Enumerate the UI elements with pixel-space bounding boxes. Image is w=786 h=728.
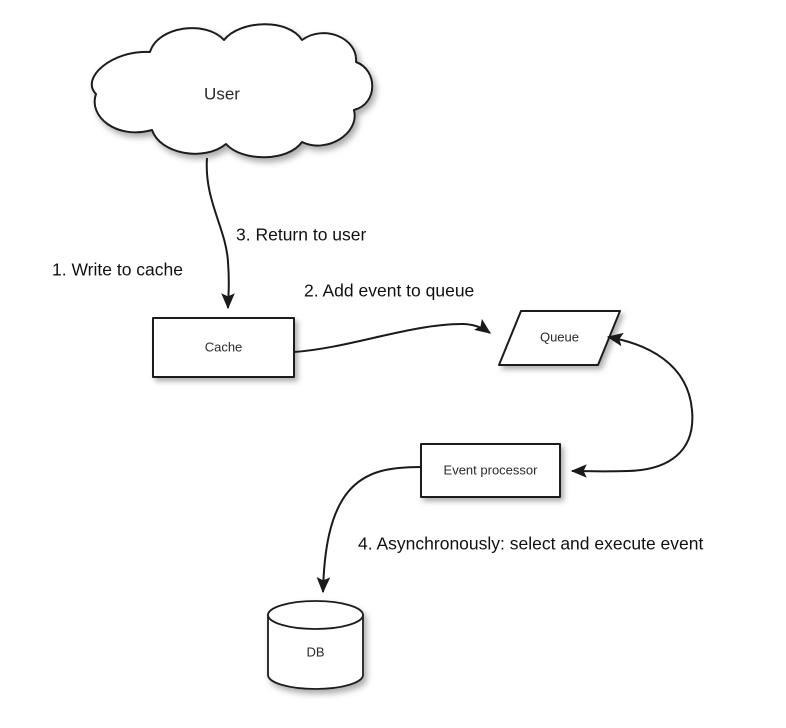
cache-rect-shape: [152, 317, 295, 378]
node-event-processor[interactable]: Event processor: [420, 443, 561, 498]
db-cylinder-top: [267, 600, 364, 630]
node-user[interactable]: User: [90, 23, 374, 159]
node-user-label: User: [204, 84, 240, 103]
edge-user-to-cache: [205, 157, 235, 310]
step-label-1: 1. Write to cache: [52, 260, 183, 280]
node-cache-label: Cache: [205, 339, 243, 354]
node-queue-label: Queue: [540, 329, 579, 344]
edge-cache-to-queue: [293, 318, 491, 353]
node-event-processor-label: Event processor: [444, 462, 539, 477]
event-processor-rect-shape: [420, 443, 561, 498]
edge-event-processor-to-db: [316, 466, 422, 594]
node-db[interactable]: DB: [267, 600, 364, 690]
step-label-2: 2. Add event to queue: [304, 281, 474, 301]
step-label-3: 3. Return to user: [236, 225, 367, 245]
node-cache[interactable]: Cache: [152, 317, 295, 378]
step-label-4: 4. Asynchronously: select and execute ev…: [358, 534, 703, 554]
node-db-label: DB: [306, 644, 324, 659]
node-queue[interactable]: Queue: [498, 310, 621, 366]
db-cylinder-body: [267, 614, 364, 690]
user-cloud-shape: [90, 23, 374, 159]
edge-event-processor-to-queue: [570, 332, 694, 478]
